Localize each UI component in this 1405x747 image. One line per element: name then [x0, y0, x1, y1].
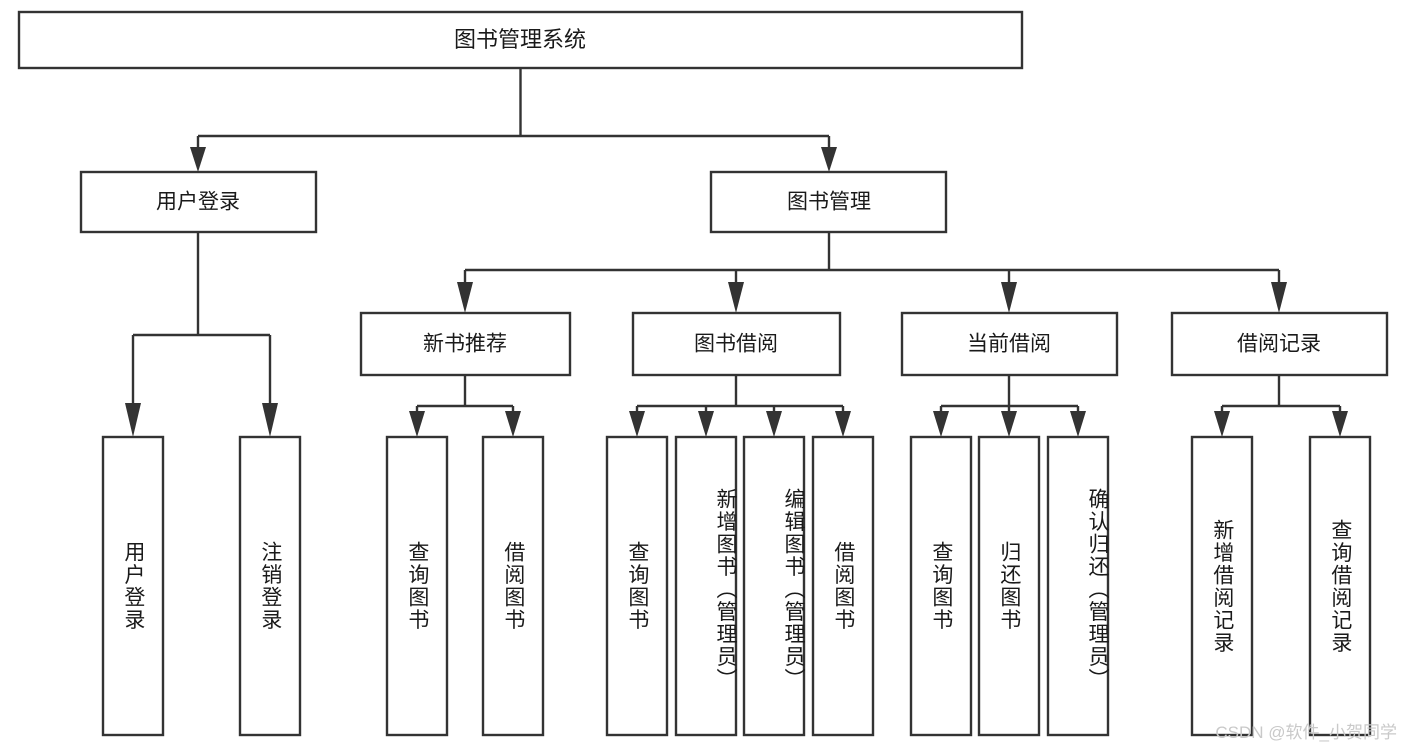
arrow-head-n3 [1001, 282, 1017, 313]
arrow-head-leaf-cb2 [1001, 411, 1017, 437]
node-book-management-label: 图书管理 [787, 191, 871, 214]
arrow-head-leaf-ul2 [262, 403, 278, 437]
leaf-box-book-borrow-4[interactable] [811, 435, 875, 737]
arrow-head-leaf-bb1 [629, 411, 645, 437]
leaf-box-book-borrow-2[interactable] [674, 435, 738, 737]
arrow-head-leaf-nb1 [409, 411, 425, 437]
leaf-box-new-book-1[interactable] [385, 435, 449, 737]
node-layer: 图书管理系统 用户登录 图书管理 新书推荐 图书借阅 当前借阅 借阅记录 [17, 10, 1389, 737]
leaf-box-current-borrow-1[interactable] [909, 435, 973, 737]
node-new-book-recommend-box[interactable] [359, 311, 572, 377]
leaf-box-borrow-record-2[interactable] [1308, 435, 1372, 737]
arrow-head-leaf-br2 [1332, 411, 1348, 437]
leaf-box-borrow-record-1[interactable] [1190, 435, 1254, 737]
node-user-login-box[interactable] [79, 170, 318, 234]
arrow-head-leaf-bb4 [835, 411, 851, 437]
connector-layer [125, 68, 1348, 437]
leaf-box-book-borrow-1[interactable] [605, 435, 669, 737]
arrow-head-leaf-ul1 [125, 403, 141, 437]
arrow-head-leaf-nb2 [505, 411, 521, 437]
node-current-borrow-label: 当前借阅 [967, 333, 1051, 356]
leaf-box-user-login-1[interactable] [101, 435, 165, 737]
node-root-box[interactable] [17, 10, 1024, 70]
node-book-borrow-label: 图书借阅 [694, 333, 778, 356]
node-borrow-record-label: 借阅记录 [1237, 333, 1321, 356]
node-borrow-record-box[interactable] [1170, 311, 1389, 377]
arrow-head-userlogin [190, 147, 206, 172]
node-new-book-recommend-label: 新书推荐 [423, 333, 507, 356]
arrow-head-leaf-bb3 [766, 411, 782, 437]
arrow-head-n1 [457, 282, 473, 313]
arrow-head-leaf-cb1 [933, 411, 949, 437]
arrow-head-n2 [728, 282, 744, 313]
node-current-borrow-box[interactable] [900, 311, 1119, 377]
leaf-box-book-borrow-3[interactable] [742, 435, 806, 737]
leaf-box-current-borrow-2[interactable] [977, 435, 1041, 737]
arrow-head-leaf-bb2 [698, 411, 714, 437]
leaf-box-user-login-2[interactable] [238, 435, 302, 737]
node-root-label: 图书管理系统 [454, 27, 586, 52]
node-user-login-label: 用户登录 [156, 191, 240, 214]
arrow-head-n4 [1271, 282, 1287, 313]
arrow-head-leaf-br1 [1214, 411, 1230, 437]
arrow-head-bookmgmt [821, 147, 837, 172]
leaf-box-new-book-2[interactable] [481, 435, 545, 737]
node-book-management-box[interactable] [709, 170, 948, 234]
arrow-head-leaf-cb3 [1070, 411, 1086, 437]
node-book-borrow-box[interactable] [631, 311, 842, 377]
leaf-box-current-borrow-3[interactable] [1046, 435, 1110, 737]
